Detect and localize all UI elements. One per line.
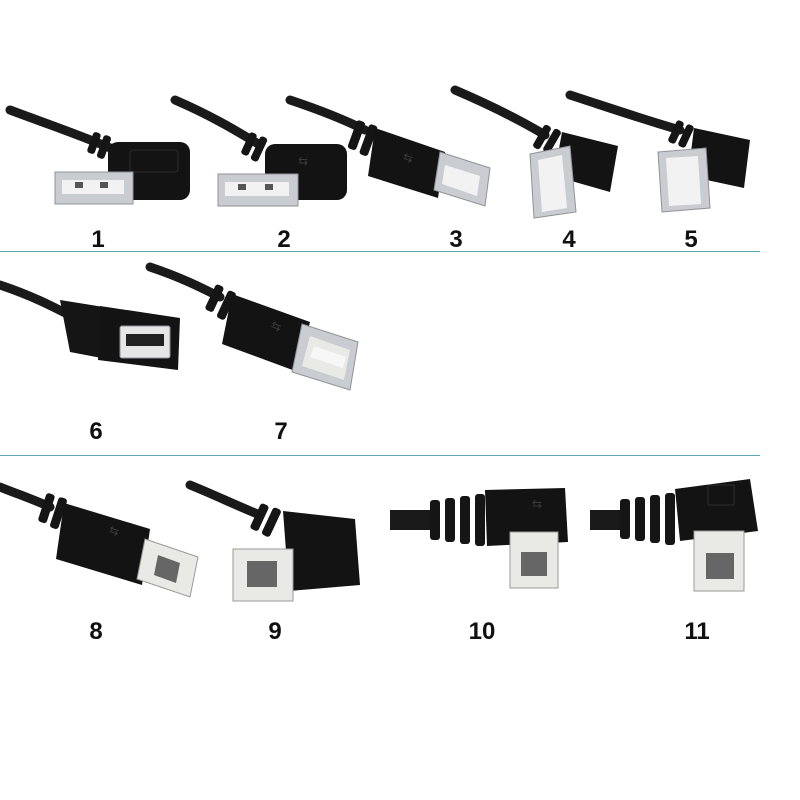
item-number-4: 4	[562, 226, 576, 253]
row-divider-1	[0, 251, 760, 252]
usb-a-left-angle-cable-image	[5, 105, 190, 205]
item-number-3: 3	[449, 226, 463, 253]
usb-a-right-angle-cable-image: ⇆	[170, 95, 347, 207]
usb-a-up-angle-cable-image	[450, 85, 618, 219]
item-number-6: 6	[89, 418, 103, 445]
usb-a-down-angle-cable-image	[565, 90, 750, 213]
item-number-8: 8	[89, 618, 103, 645]
usb-a-straight-cable-image: ⇆	[285, 95, 491, 207]
row-divider-2	[0, 455, 760, 456]
svg-text:⇆: ⇆	[298, 154, 308, 168]
svg-text:⇆: ⇆	[269, 318, 284, 335]
usb-b-down-angle-alt-cable-image	[590, 479, 758, 592]
usb-b-straight-cable-image: ⇆	[0, 482, 199, 598]
item-number-2: 2	[277, 226, 291, 253]
item-number-5: 5	[684, 226, 698, 253]
svg-text:⇆: ⇆	[401, 150, 415, 166]
item-number-11: 11	[684, 618, 710, 645]
svg-text:⇆: ⇆	[107, 523, 121, 539]
item-number-10: 10	[468, 618, 496, 645]
usb-b-down-angle-cable-image: ⇆	[390, 488, 568, 589]
item-number-7: 7	[274, 418, 288, 445]
usb-a-female-extension-cable-image: ⇆	[145, 262, 359, 391]
item-number-1: 1	[91, 226, 105, 253]
usb-a-female-cable-image	[0, 280, 180, 370]
svg-text:⇆: ⇆	[532, 497, 542, 511]
usb-b-left-angle-cable-image	[185, 480, 360, 602]
item-number-9: 9	[268, 618, 282, 645]
